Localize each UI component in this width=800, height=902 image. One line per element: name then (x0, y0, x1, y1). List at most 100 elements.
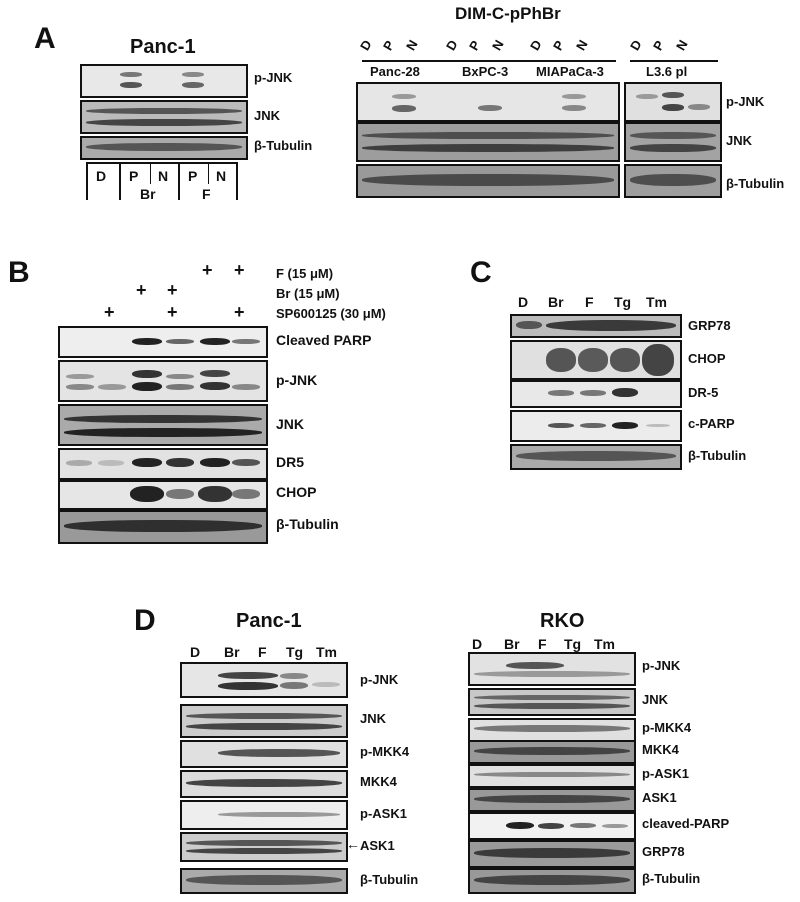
label-a-right-row-1: JNK (726, 133, 753, 148)
lane-a-right-p: P (550, 37, 568, 53)
blot-b-chop (58, 480, 268, 510)
lane-divider (86, 162, 88, 200)
lane-d-right-3: Tg (564, 636, 582, 652)
blot-a-right-jnk-l36 (624, 122, 722, 162)
blot-a-right-tubulin-l36 (624, 164, 722, 198)
blot-d-left-jnk (180, 704, 348, 738)
lane-a-right-d: D (443, 37, 461, 53)
label-a-right-row-0: p-JNK (726, 94, 765, 109)
lane-a-left-2: N (158, 168, 169, 184)
group-a-br: Br (140, 186, 156, 202)
label-d-left-row-6: β-Tubulin (360, 872, 419, 887)
cell-line-bxpc3: BxPC-3 (462, 64, 509, 79)
plus-sign: + (167, 302, 178, 322)
label-d-right-row-1: JNK (642, 692, 669, 707)
label-d-right-row-6: cleaved-PARP (642, 816, 730, 831)
blot-c-chop (510, 340, 682, 380)
blot-b-dr5 (58, 448, 268, 480)
lane-c-1: Br (548, 294, 564, 310)
blot-c-dr5 (510, 380, 682, 408)
blot-d-left-pmkk4 (180, 740, 348, 768)
blot-c-grp78 (510, 314, 682, 338)
label-d-right-row-7: GRP78 (642, 844, 685, 859)
lane-d-right-1: Br (504, 636, 520, 652)
lane-d-right-2: F (538, 636, 547, 652)
lane-divider (236, 162, 238, 200)
lane-d-right-4: Tm (594, 636, 615, 652)
label-d-left-row-2: p-MKK4 (360, 744, 410, 759)
blot-b-cleaved-parp (58, 326, 268, 358)
lane-c-3: Tg (614, 294, 632, 310)
lane-a-right-d: D (627, 37, 645, 53)
panel-a-left-title: Panc-1 (130, 36, 196, 58)
plus-sign: + (167, 280, 178, 300)
label-d-left-row-0: p-JNK (360, 672, 399, 687)
lane-d-left-4: Tm (316, 644, 337, 660)
cell-line-l36pl: L3.6 pl (646, 64, 688, 79)
lane-a-right-p: P (650, 37, 668, 53)
blot-d-left-pask1 (180, 800, 348, 830)
lane-a-right-n: N (673, 37, 691, 53)
label-b-row-1: p-JNK (276, 372, 318, 388)
blot-a-right-jnk (356, 122, 620, 162)
plus-sign: + (104, 302, 115, 322)
lane-c-0: D (518, 294, 529, 310)
label-c-row-3: c-PARP (688, 416, 735, 431)
blot-d-right-pjnk (468, 652, 636, 686)
blot-d-right-cleaved-parp (468, 812, 636, 840)
lane-a-right-p: P (380, 37, 398, 53)
plus-sign: + (234, 302, 245, 322)
label-d-right-row-2: p-MKK4 (642, 720, 692, 735)
label-d-right-row-4: p-ASK1 (642, 766, 689, 781)
blot-a-right-tubulin (356, 164, 620, 198)
label-b-row-4: CHOP (276, 484, 317, 500)
lane-d-left-2: F (258, 644, 267, 660)
blot-d-left-ask1 (180, 832, 348, 862)
label-b-row-5: β-Tubulin (276, 516, 339, 532)
panel-letter-a: A (34, 22, 56, 55)
label-d-right-row-0: p-JNK (642, 658, 681, 673)
label-b-row-0: Cleaved PARP (276, 332, 372, 348)
plus-sign: + (136, 280, 147, 300)
lane-d-left-1: Br (224, 644, 240, 660)
blot-d-left-tubulin (180, 868, 348, 894)
blot-b-tubulin (58, 510, 268, 544)
label-d-right-row-3: MKK4 (642, 742, 679, 757)
label-d-left-row-5: ASK1 (360, 838, 395, 853)
treatment-sp600125: SP600125 (30 μM) (276, 306, 386, 321)
label-c-row-1: CHOP (688, 351, 726, 366)
lane-bracket-line (86, 162, 236, 164)
blot-c-tubulin (510, 444, 682, 470)
lane-a-right-d: D (357, 37, 375, 53)
panel-letter-c: C (470, 256, 492, 289)
blot-a-right-pjnk (356, 82, 620, 122)
label-c-row-4: β-Tubulin (688, 448, 747, 463)
lane-a-right-n: N (403, 37, 421, 53)
cell-line-panc28: Panc-28 (370, 64, 420, 79)
blot-a-left-tubulin (80, 136, 248, 160)
label-d-left-row-1: JNK (360, 711, 387, 726)
lane-c-4: Tm (646, 294, 667, 310)
lane-a-right-p: P (466, 37, 484, 53)
arrow-icon: ← (346, 836, 360, 852)
plus-sign: + (234, 260, 245, 280)
lane-c-2: F (585, 294, 594, 310)
label-a-left-row-2: β-Tubulin (254, 138, 313, 153)
panel-d-right-title: RKO (540, 610, 585, 632)
blot-a-left-pjnk (80, 64, 248, 98)
lane-a-left-0: D (96, 168, 107, 184)
lane-a-right-d: D (527, 37, 545, 53)
blot-d-right-tubulin (468, 868, 636, 894)
cell-line-rule (362, 60, 616, 62)
lane-a-right-n: N (573, 37, 591, 53)
label-d-right-row-5: ASK1 (642, 790, 677, 805)
label-b-row-2: JNK (276, 416, 305, 432)
treatment-f: F (15 μM) (276, 266, 334, 281)
label-d-left-row-4: p-ASK1 (360, 806, 407, 821)
label-c-row-2: DR-5 (688, 385, 719, 400)
blot-d-right-jnk (468, 688, 636, 716)
blot-c-cparp (510, 410, 682, 442)
lane-d-left-0: D (190, 644, 201, 660)
lane-a-right-n: N (489, 37, 507, 53)
plus-sign: + (202, 260, 213, 280)
